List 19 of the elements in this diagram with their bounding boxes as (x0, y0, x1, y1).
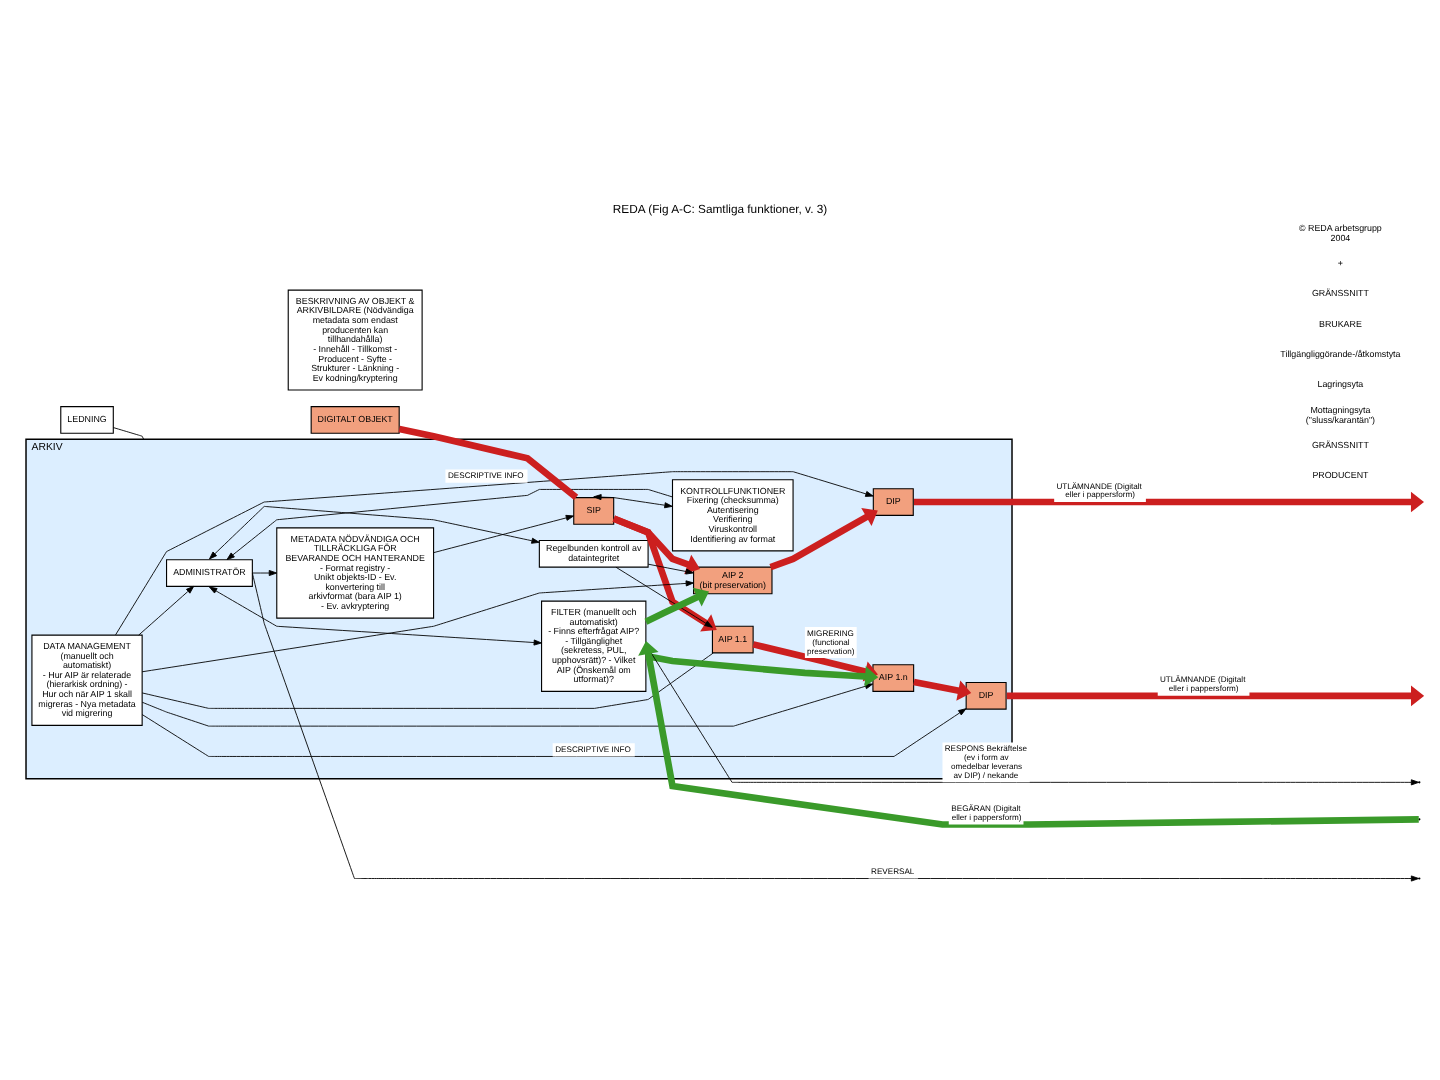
arrow (209, 586, 542, 646)
arrow (433, 514, 575, 554)
arrow (141, 580, 694, 673)
arrow (615, 566, 713, 628)
connector (141, 652, 714, 709)
arrow (612, 515, 717, 632)
arrow (138, 585, 195, 636)
arrow (647, 563, 694, 575)
connector (398, 425, 579, 500)
arrow (612, 515, 701, 575)
arrow (644, 587, 710, 625)
arrow (209, 506, 540, 560)
arrow (141, 683, 874, 727)
arrow (252, 570, 278, 577)
arrow (593, 494, 673, 509)
connector (112, 427, 145, 440)
arrow (226, 489, 673, 561)
arrow (769, 508, 878, 571)
arrow (913, 678, 972, 701)
